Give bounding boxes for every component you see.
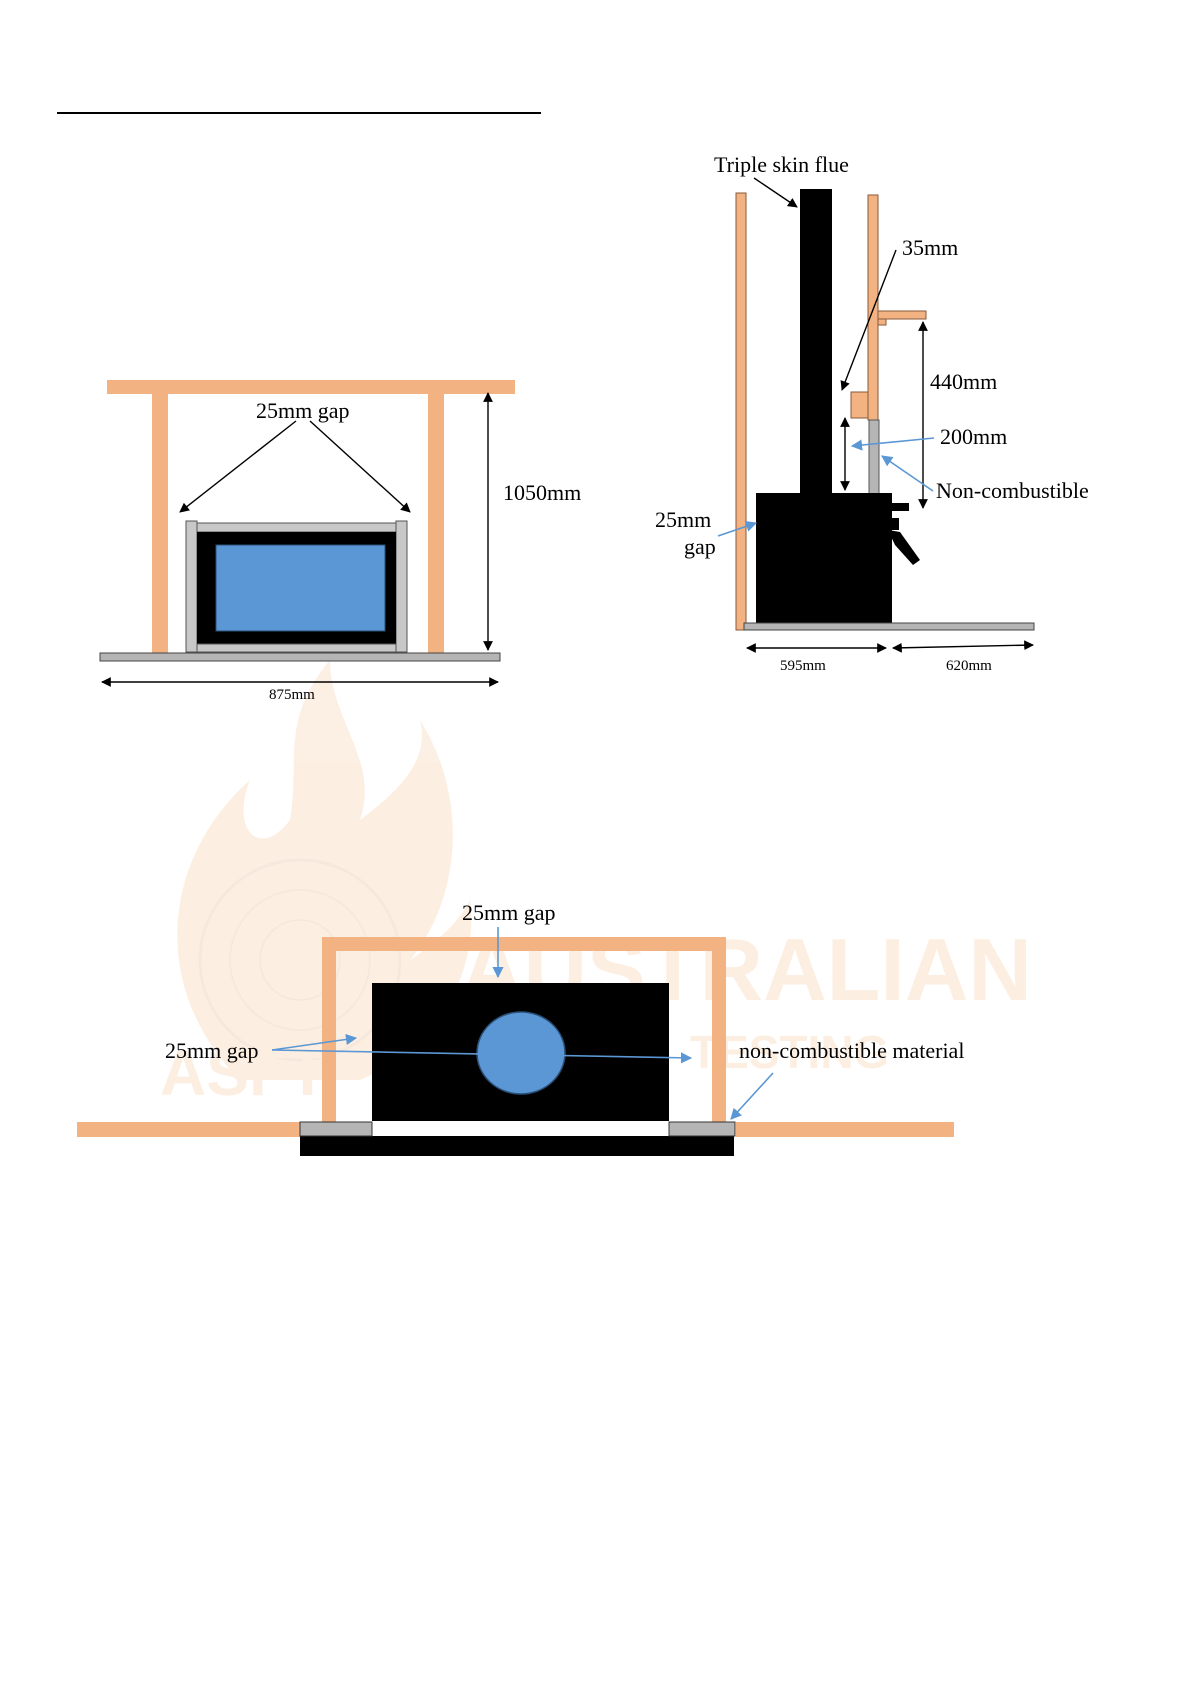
left-pillar bbox=[152, 394, 168, 654]
stove-trim-bottom bbox=[197, 644, 396, 652]
surround-right bbox=[712, 937, 726, 1122]
stove-body-side bbox=[756, 493, 892, 623]
rear-gap-label-line2: gap bbox=[684, 534, 716, 559]
surround-left bbox=[322, 937, 336, 1122]
height-label: 1050mm bbox=[503, 480, 581, 505]
wall-left bbox=[77, 1122, 300, 1137]
mantel-shelf bbox=[107, 380, 515, 394]
flue-pipe bbox=[800, 189, 832, 494]
noncombustible-pointer bbox=[882, 456, 933, 491]
timber-block bbox=[851, 392, 868, 418]
gap-35-label: 35mm bbox=[902, 235, 958, 260]
rear-gap-label-line1: 25mm bbox=[655, 507, 711, 532]
mantel-shelf-side bbox=[878, 311, 926, 319]
mantel-bracket bbox=[878, 319, 886, 325]
noncomb-material-pointer bbox=[731, 1073, 773, 1119]
noncombustible-label: Non-combustible bbox=[936, 478, 1089, 503]
noncomb-material-label: non-combustible material bbox=[739, 1038, 964, 1063]
flue-circle bbox=[477, 1012, 565, 1094]
rear-wall bbox=[736, 193, 746, 630]
hearth-dimension-arrow bbox=[893, 645, 1033, 648]
right-pillar bbox=[428, 394, 444, 654]
side-gap-label: 25mm gap bbox=[165, 1038, 259, 1063]
hearth-plate bbox=[100, 653, 500, 661]
noncomb-plate-right bbox=[669, 1122, 735, 1136]
stove-handle-bar bbox=[887, 503, 909, 511]
stove-door-handle bbox=[888, 518, 920, 565]
height-200-label: 200mm bbox=[940, 424, 1007, 449]
gap-arrow-left bbox=[180, 421, 296, 512]
front-timber bbox=[868, 195, 878, 420]
stove-glass bbox=[216, 545, 385, 631]
top-gap-label: 25mm gap bbox=[462, 900, 556, 925]
hearth-side bbox=[744, 623, 1034, 630]
wall-right bbox=[736, 1122, 954, 1137]
height-440-label: 440mm bbox=[930, 369, 997, 394]
flue-label: Triple skin flue bbox=[714, 152, 849, 177]
side-view: Triple skin flue 35mm 440mm 200mm Non-co… bbox=[655, 152, 1089, 674]
noncombustible-panel bbox=[869, 420, 879, 495]
surround-top bbox=[322, 937, 726, 951]
front-view: 25mm gap 1050mm 875mm bbox=[100, 380, 581, 703]
gap-arrow-right bbox=[310, 421, 410, 512]
depth-label: 595mm bbox=[780, 658, 826, 674]
stove-trim-top bbox=[197, 523, 396, 532]
stove-base-plan bbox=[300, 1136, 734, 1156]
stove-trim-left bbox=[186, 521, 197, 652]
front-gap-label: 25mm gap bbox=[256, 398, 350, 423]
height-200-pointer bbox=[852, 438, 934, 446]
flue-pointer bbox=[754, 178, 797, 207]
stove-trim-right bbox=[396, 521, 407, 652]
width-label: 875mm bbox=[269, 687, 315, 703]
hearth-label: 620mm bbox=[946, 658, 992, 674]
noncomb-plate-left bbox=[300, 1122, 372, 1136]
